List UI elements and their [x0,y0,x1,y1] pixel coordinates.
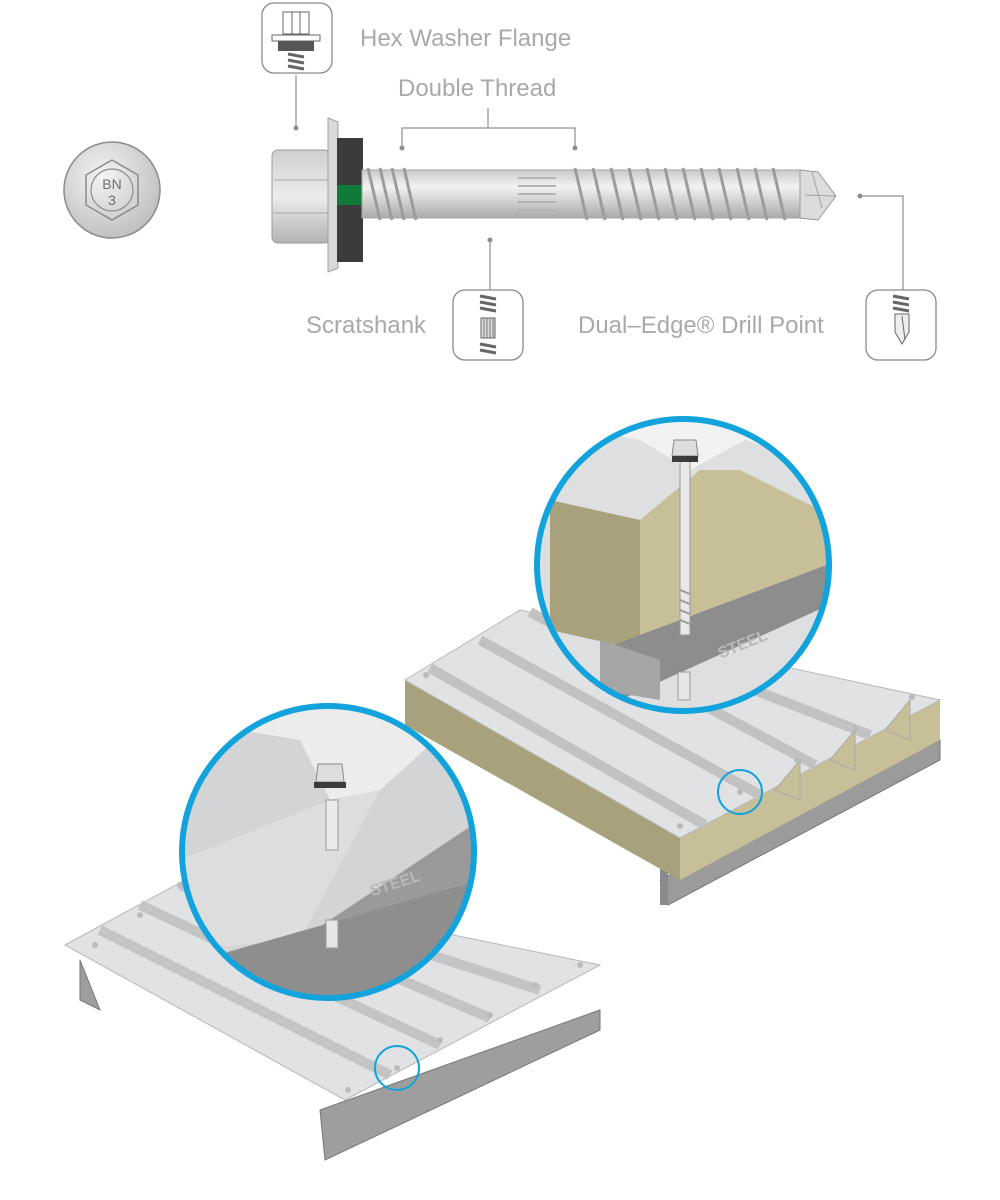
label-scratshank: Scratshank [306,312,427,339]
drill-point-icon [865,289,937,361]
magnifier-right: STEEL [534,416,832,714]
washer-green-band [337,185,363,205]
screw-illustration [271,117,837,273]
label-double-thread: Double Thread [398,75,556,102]
head-marking-badge: BN 3 [63,141,161,239]
hex-washer-flange-icon [261,2,333,74]
label-hex-washer-flange: Hex Washer Flange [360,25,571,52]
callout-lines [295,75,904,290]
head-marking-line1: BN [102,176,121,192]
callout-dots [293,125,863,243]
scratshank-icon [452,289,524,361]
label-drill-point: Dual–Edge® Drill Point [578,312,824,339]
detail-marker-right [717,769,763,815]
head-marking-line2: 3 [108,192,116,208]
detail-marker-left [374,1045,420,1091]
